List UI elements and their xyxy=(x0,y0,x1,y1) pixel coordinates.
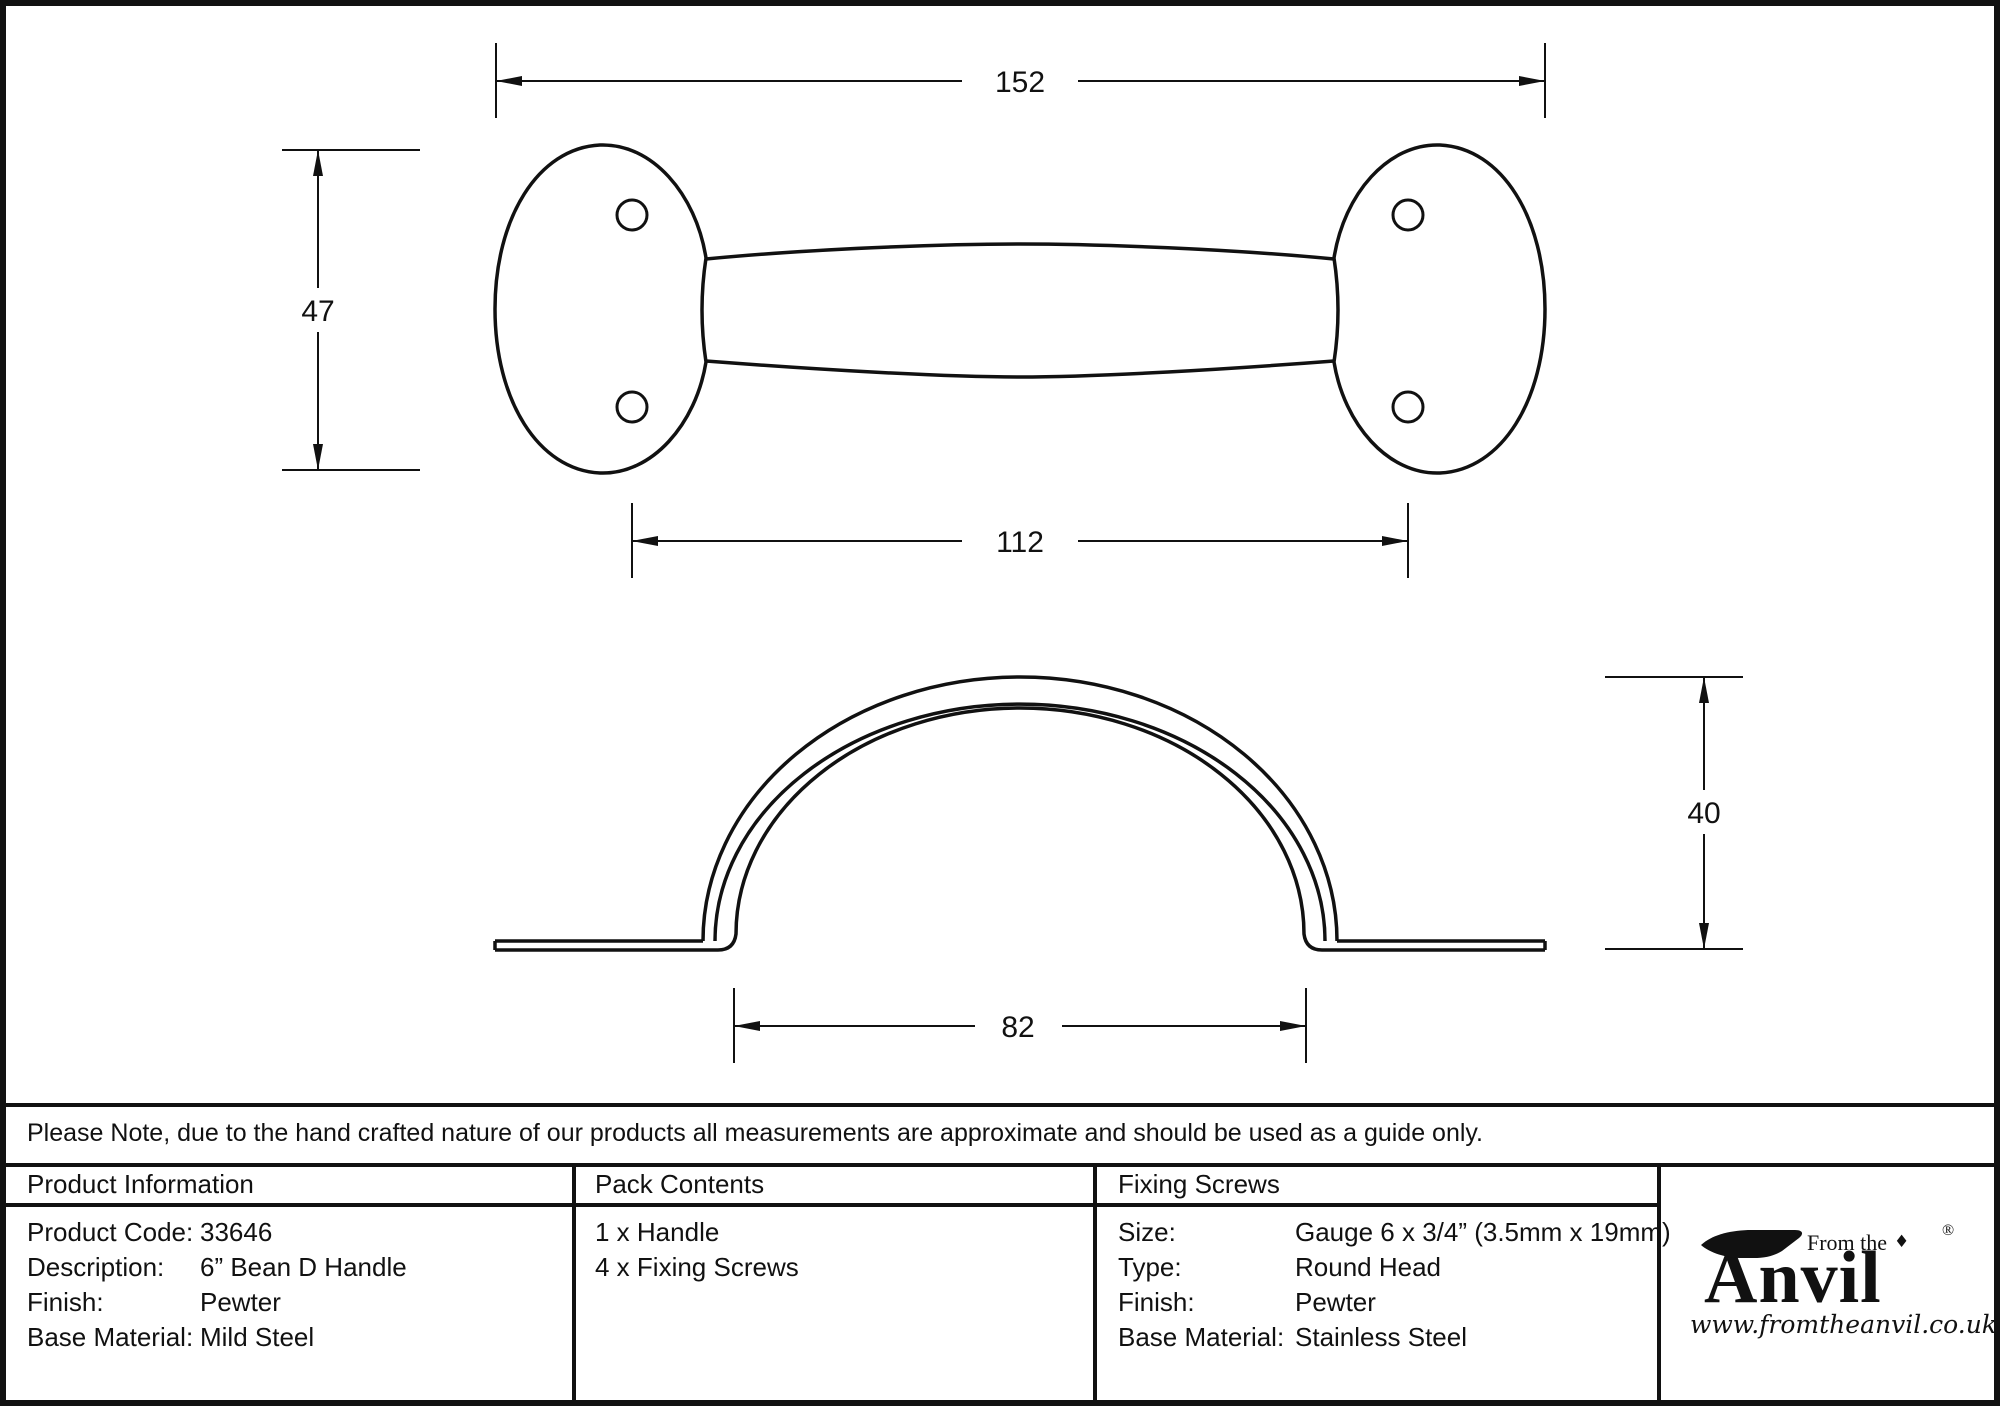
pack-contents-rows: 1 x Handle 4 x Fixing Screws xyxy=(595,1215,799,1285)
row-value: Pewter xyxy=(1295,1287,1376,1317)
screw-hole-bottom-left xyxy=(615,390,649,424)
pack-contents-header: Pack Contents xyxy=(595,1169,765,1199)
grip-bottom-edge xyxy=(705,359,1335,379)
fixing-screws-rows: Size: Gauge 6 x 3/4” (3.5mm x 19mm) Type… xyxy=(1118,1215,1671,1355)
row-label: Size: xyxy=(1118,1217,1176,1247)
table-row: Type: Round Head xyxy=(1118,1250,1671,1285)
arch-outer-curve xyxy=(701,675,1339,942)
row-label: Finish: xyxy=(1118,1287,1195,1317)
dimension-overall-width: 152 xyxy=(495,43,1546,118)
anvil-icon xyxy=(1701,1230,1803,1258)
row-label: Base Material: xyxy=(1118,1322,1285,1352)
row-label: Base Material: xyxy=(27,1322,194,1352)
screw-hole-bottom-right xyxy=(1391,390,1425,424)
table-row: Base Material: Stainless Steel xyxy=(1118,1320,1671,1355)
screw-hole-top-left xyxy=(615,198,649,232)
dimension-plate-height: 47 xyxy=(282,149,420,471)
grip-top-edge xyxy=(705,242,1335,261)
dim-label-47: 47 xyxy=(301,295,334,328)
list-item: 1 x Handle xyxy=(595,1217,720,1247)
website-text: www.fromtheanvil.co.uk xyxy=(1690,1310,1997,1339)
header-row-bottom-rule xyxy=(0,1203,1659,1207)
dimension-hole-spacing: 112 xyxy=(631,503,1409,578)
table-row: Size: Gauge 6 x 3/4” (3.5mm x 19mm) xyxy=(1118,1215,1671,1250)
technical-drawing: 152 47 112 82 xyxy=(282,43,1743,1063)
dim-label-82: 82 xyxy=(1001,1011,1034,1044)
header-row-top-rule xyxy=(0,1163,2000,1167)
dimension-projection: 40 xyxy=(1605,676,1743,950)
row-label: Finish: xyxy=(27,1287,104,1317)
dim-label-112: 112 xyxy=(996,526,1044,559)
list-item: 4 x Fixing Screws xyxy=(595,1252,799,1282)
arch-inner-curve-and-feet xyxy=(495,706,1545,952)
row-value: Pewter xyxy=(200,1287,281,1317)
left-backplate-outline xyxy=(493,143,708,475)
table-row: Finish: Pewter xyxy=(27,1285,407,1320)
row-label: Type: xyxy=(1118,1252,1182,1282)
dimension-inner-width: 82 xyxy=(733,988,1307,1063)
divider-product-pack xyxy=(572,1163,576,1400)
dim-label-40: 40 xyxy=(1687,797,1720,830)
dim-label-152: 152 xyxy=(995,66,1045,99)
registered-trademark-icon: ® xyxy=(1942,1222,1955,1239)
row-label: Product Code: xyxy=(27,1217,194,1247)
note-row-top-rule xyxy=(0,1103,2000,1107)
arch-middle-curve xyxy=(713,702,1327,942)
row-value: 33646 xyxy=(200,1217,273,1247)
logo-prefix-text: From the xyxy=(1807,1230,1888,1255)
diamond-icon: ♦ xyxy=(1894,1232,1910,1252)
table-row: Base Material: Mild Steel xyxy=(27,1320,407,1355)
top-view xyxy=(493,143,1547,475)
table-row: Description: 6” Bean D Handle xyxy=(27,1250,407,1285)
divider-pack-screws xyxy=(1093,1163,1097,1400)
measurement-note: Please Note, due to the hand crafted nat… xyxy=(27,1119,1484,1147)
product-information-rows: Product Code: 33646 Description: 6” Bean… xyxy=(27,1215,407,1355)
row-value: Mild Steel xyxy=(200,1322,315,1352)
side-view xyxy=(493,675,1547,952)
product-information-header: Product Information xyxy=(27,1169,254,1199)
row-value: Gauge 6 x 3/4” (3.5mm x 19mm) xyxy=(1295,1217,1671,1247)
divider-screws-logo xyxy=(1657,1163,1661,1400)
row-value: 6” Bean D Handle xyxy=(200,1252,407,1282)
table-row: Finish: Pewter xyxy=(1118,1285,1671,1320)
table-row: Product Code: 33646 xyxy=(27,1215,407,1250)
right-backplate-outline xyxy=(1332,143,1547,475)
row-value: Stainless Steel xyxy=(1295,1322,1467,1352)
from-the-anvil-logo: Anvil From the ♦ ® www.fromtheanvil.co.u… xyxy=(1690,1222,1997,1352)
screw-hole-top-right xyxy=(1391,198,1425,232)
row-value: Round Head xyxy=(1295,1252,1441,1282)
row-label: Description: xyxy=(27,1252,165,1282)
fixing-screws-header: Fixing Screws xyxy=(1118,1169,1280,1199)
